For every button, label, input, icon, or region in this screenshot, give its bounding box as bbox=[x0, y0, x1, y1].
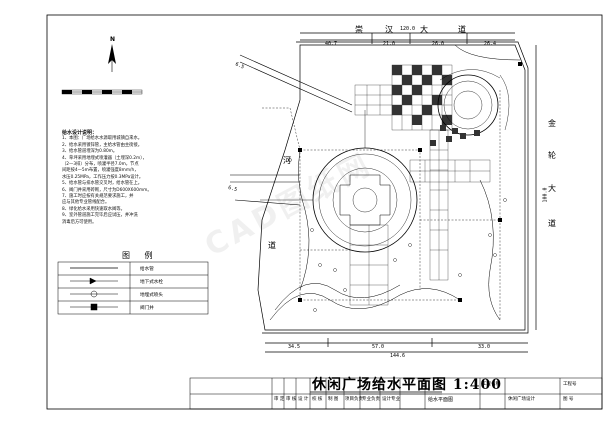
road-top-2: 汉 bbox=[385, 25, 393, 34]
dim-bottom-3: 33.0 bbox=[478, 344, 491, 350]
note-line: 应与其他专业管线配合。 bbox=[62, 200, 110, 206]
note-line: 水压0.25MPa，工作压力按0.3MPa设计。 bbox=[62, 174, 144, 180]
plaza-tiles bbox=[430, 125, 480, 146]
tb-label: 制 图 bbox=[328, 397, 339, 402]
site-outline bbox=[257, 32, 537, 353]
legend-label: 地埋式喷头 bbox=[140, 293, 163, 298]
note-line: 6、阀门井采用砖砌，尺寸为D600X600mm。 bbox=[62, 187, 152, 193]
tb-number-label: 工程号 bbox=[563, 382, 577, 387]
tb-project-label: 工程名称 bbox=[482, 382, 500, 387]
drawing-title: 休闲广场给水平面图 1:400 bbox=[312, 377, 503, 393]
title-block bbox=[189, 377, 603, 410]
tb-label: 校 核 bbox=[312, 397, 323, 402]
valve-boxes bbox=[298, 62, 522, 302]
paving-dark-tiles bbox=[392, 65, 452, 125]
dim-top-3: 26.0 bbox=[432, 41, 445, 47]
dim-top-total: 120.0 bbox=[400, 26, 416, 32]
water-pipes bbox=[262, 90, 501, 320]
tb-label: 审 定 bbox=[274, 397, 285, 402]
tb-label: 审 核 bbox=[286, 397, 297, 402]
curvy-paths bbox=[269, 44, 521, 321]
dim-right-total: 100.0 bbox=[542, 187, 549, 203]
road-right-1: 金 bbox=[548, 119, 556, 128]
sprinkler-heads bbox=[288, 158, 507, 312]
dim-bottom-2: 57.0 bbox=[372, 344, 385, 350]
legend-box bbox=[57, 261, 209, 315]
round-plaza bbox=[437, 69, 510, 136]
road-left-2: 道 bbox=[268, 241, 276, 250]
road-right-3: 大 bbox=[548, 184, 556, 193]
road-top-4: 道 bbox=[458, 25, 466, 34]
dim-bottom-1: 34.5 bbox=[288, 344, 301, 350]
north-arrow-icon bbox=[108, 44, 116, 72]
note-line: （2—3排）分布，喷灌半径7.0m，节点 bbox=[62, 162, 139, 168]
note-line: 4、草坪采用地埋式喷灌器（土埋深0.2m）， bbox=[62, 155, 147, 161]
tb-label: 专业负责 bbox=[362, 397, 380, 402]
dim-bottom-total: 144.6 bbox=[390, 353, 406, 359]
road-top-3: 大 bbox=[420, 25, 428, 34]
tb-project-name: 休闲广场设计 bbox=[508, 397, 535, 402]
tb-sheet-label: 图 号 bbox=[563, 397, 574, 402]
legend-row: 地下式水栓 bbox=[60, 276, 210, 287]
north-label: N bbox=[110, 36, 116, 43]
dim-top-4: 26.4 bbox=[484, 41, 497, 47]
central-plaza bbox=[260, 110, 418, 253]
tb-label: 设计专业 bbox=[382, 397, 400, 402]
road-right-2: 轮 bbox=[548, 151, 556, 160]
tb-label: 设 计 bbox=[298, 397, 309, 402]
diagonal-paths bbox=[230, 54, 353, 206]
legend-row: 地埋式喷头 bbox=[60, 289, 210, 300]
note-line: 2、给水采用镀锌管，主给水管由主街接。 bbox=[62, 142, 143, 148]
legend-label: 给水管 bbox=[140, 267, 154, 272]
note-line: 8、绿化给水采用快速取水阀等。 bbox=[62, 206, 125, 212]
note-line: 7、施工时应按有关规范要求施工，并 bbox=[62, 194, 134, 200]
note-line: 1、本图：广场给水水源取用城镇自来水。 bbox=[62, 136, 143, 142]
legend-title: 图 例 bbox=[122, 251, 159, 260]
road-left-1: 河 bbox=[283, 156, 291, 165]
note-line: 5、给水管与排水管交叉时，给水管在上。 bbox=[62, 181, 143, 187]
note-line: 3、给水管道埋深为0.80m。 bbox=[62, 149, 118, 155]
note-line: 9、室外管道施工完毕后应试压，并冲洗 bbox=[62, 213, 138, 219]
road-right-4: 道 bbox=[548, 219, 556, 228]
notes-heading: 给水设计说明： bbox=[62, 130, 98, 136]
scale-bar bbox=[61, 89, 143, 95]
note-line: 间距按4—5m布置，喷灌强度8mm/h， bbox=[62, 168, 139, 174]
road-top-1: 崇 bbox=[355, 25, 363, 34]
dim-top-2: 21.0 bbox=[383, 41, 396, 47]
note-line: 消毒后方可使用。 bbox=[62, 219, 97, 225]
legend-row: 阀门井 bbox=[60, 302, 210, 313]
design-notes: 给水设计说明： 1、本图：广场给水水源取用城镇自来水。 2、给水采用镀锌管，主给… bbox=[62, 130, 194, 226]
legend-row: 给水管 bbox=[60, 263, 210, 274]
legend-label: 阀门井 bbox=[140, 306, 154, 311]
dim-top-1: 40.7 bbox=[325, 41, 338, 47]
tb-drawing-name: 给水平面图 bbox=[428, 397, 454, 403]
tb-label: 项目负责 bbox=[345, 397, 363, 402]
legend-label: 地下式水栓 bbox=[140, 280, 163, 285]
